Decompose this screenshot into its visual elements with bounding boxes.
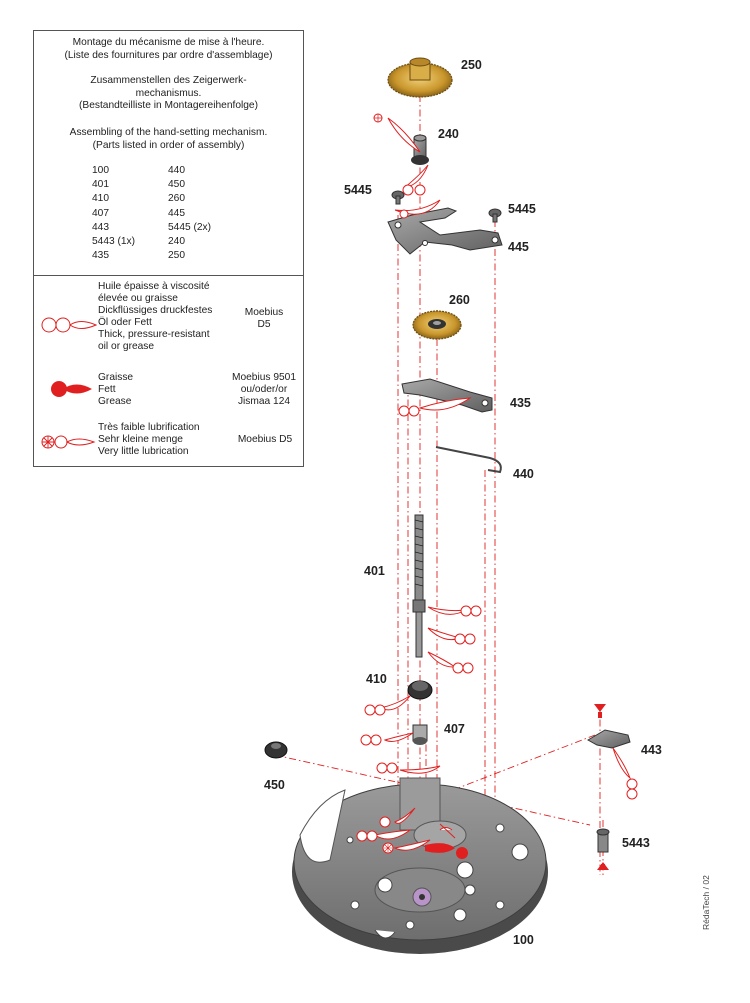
label-443: 443 — [641, 743, 662, 757]
lube-line: oil or grease — [98, 341, 155, 352]
title-german: Zusammenstellen des Zeigerwerk- mechanis… — [34, 75, 303, 113]
lube-product-line: ou/oder/or — [240, 384, 288, 395]
title-english-sub: (Parts listed in order of assembly) — [92, 139, 245, 151]
parts-list-item: 445 — [168, 207, 185, 219]
grease-drop-filled-icon — [51, 381, 92, 397]
parts-list-col2: 440 450 260 445 5445 (2x) 240 250 — [168, 164, 211, 263]
part-5445-screw-left — [391, 190, 405, 205]
parts-list-item: 435 — [92, 250, 109, 262]
part-410-clutch-wheel — [407, 680, 433, 700]
parts-list-col1: 100 401 410 407 443 5443 (1x) 435 — [92, 164, 135, 263]
lube-oil-text: Huile épaisse à viscosité élevée ou grai… — [98, 281, 212, 353]
parts-list-item: 240 — [168, 236, 185, 248]
lube-little-product: Moebius D5 — [230, 434, 300, 446]
label-100: 100 — [513, 933, 534, 947]
parts-list-item: 407 — [92, 207, 109, 219]
lube-grease-text: Graisse Fett Grease — [98, 372, 133, 408]
part-440-spring — [435, 446, 502, 474]
part-401-winding-stem — [412, 514, 426, 658]
title-french-sub: (Liste des fournitures par ordre d'assem… — [64, 49, 273, 61]
legend-box: Montage du mécanisme de mise à l'heure. … — [33, 30, 304, 467]
label-440: 440 — [513, 467, 534, 481]
part-5445-screw-right — [488, 208, 502, 223]
label-401: 401 — [364, 564, 385, 578]
oil-markers — [356, 113, 638, 854]
lube-product-line: Jismaa 124 — [237, 396, 291, 407]
lube-line: Thick, pressure-resistant — [98, 329, 210, 340]
title-german-heading: Zusammenstellen des Zeigerwerk- mechanis… — [90, 75, 247, 99]
part-445-bridge — [387, 207, 503, 255]
label-5445-right: 5445 — [508, 202, 536, 216]
parts-list-item: 410 — [92, 193, 109, 205]
label-260: 260 — [449, 293, 470, 307]
part-250-hour-wheel — [387, 57, 453, 98]
credit-text: RédaTech / 02 — [701, 875, 711, 930]
legend-divider — [34, 275, 303, 276]
title-french: Montage du mécanisme de mise à l'heure. … — [34, 37, 303, 62]
lube-line: Dickflüssiges druckfestes — [98, 305, 213, 316]
part-5443-screw — [596, 828, 610, 870]
oil-drop-outline-icon — [41, 317, 98, 333]
part-240-cannon-pinion — [411, 134, 429, 165]
parts-list-item: 5445 (2x) — [168, 221, 212, 233]
oil-drop-small-asterisk-icon — [41, 435, 96, 449]
title-english: Assembling of the hand-setting mechanism… — [34, 127, 303, 152]
label-250: 250 — [461, 58, 482, 72]
lube-line: Sehr kleine menge — [98, 434, 183, 445]
part-407-winding-pinion — [412, 724, 428, 745]
parts-list-item: 401 — [92, 179, 109, 191]
title-english-heading: Assembling of the hand-setting mechanism… — [69, 127, 268, 138]
lube-product-line: Moebius 9501 — [231, 372, 296, 383]
part-260-minute-wheel — [412, 310, 462, 340]
part-450-setting-wheel — [264, 741, 288, 759]
lube-line: Huile épaisse à viscosité — [98, 281, 210, 292]
label-240: 240 — [438, 127, 459, 141]
lube-product-line: Moebius — [244, 307, 284, 318]
lube-line: Grease — [98, 396, 132, 407]
pointer-line — [439, 823, 456, 839]
label-407: 407 — [444, 722, 465, 736]
lube-line: Very little lubrication — [98, 446, 189, 457]
title-german-sub: (Bestandteilliste in Montagereihenfolge) — [79, 100, 258, 111]
lube-line: Très faible lubrification — [98, 422, 200, 433]
parts-list-item: 100 — [92, 165, 109, 176]
label-5445-left: 5445 — [344, 183, 372, 197]
part-100-main-plate — [292, 777, 548, 954]
parts-list-item: 443 — [92, 221, 109, 233]
lube-product-line: Moebius D5 — [237, 434, 293, 445]
lube-line: Graisse — [98, 372, 134, 383]
part-435-setting-lever — [401, 378, 493, 413]
parts-list-item: 260 — [168, 193, 185, 205]
parts-list-item: 250 — [168, 250, 185, 262]
title-french-heading: Montage du mécanisme de mise à l'heure. — [72, 37, 265, 48]
label-410: 410 — [366, 672, 387, 686]
label-445: 445 — [508, 240, 529, 254]
label-435: 435 — [510, 396, 531, 410]
label-450: 450 — [264, 778, 285, 792]
parts-list-item: 450 — [168, 179, 185, 191]
parts-list-item: 5443 (1x) — [92, 236, 136, 248]
parts-list-item: 440 — [168, 165, 185, 176]
grease-drop-plate — [425, 843, 468, 859]
lube-line: élevée ou graisse — [98, 293, 178, 304]
lube-line: Öl oder Fett — [98, 317, 152, 328]
lube-product-line: D5 — [257, 319, 271, 330]
part-443-yoke — [586, 704, 631, 749]
label-5443: 5443 — [622, 836, 650, 850]
lube-oil-product: Moebius D5 — [234, 307, 294, 331]
lube-line: Fett — [98, 384, 116, 395]
lube-grease-product: Moebius 9501 ou/oder/or Jismaa 124 — [229, 372, 299, 408]
axis-line — [439, 734, 596, 796]
lube-little-text: Très faible lubrification Sehr kleine me… — [98, 422, 200, 458]
